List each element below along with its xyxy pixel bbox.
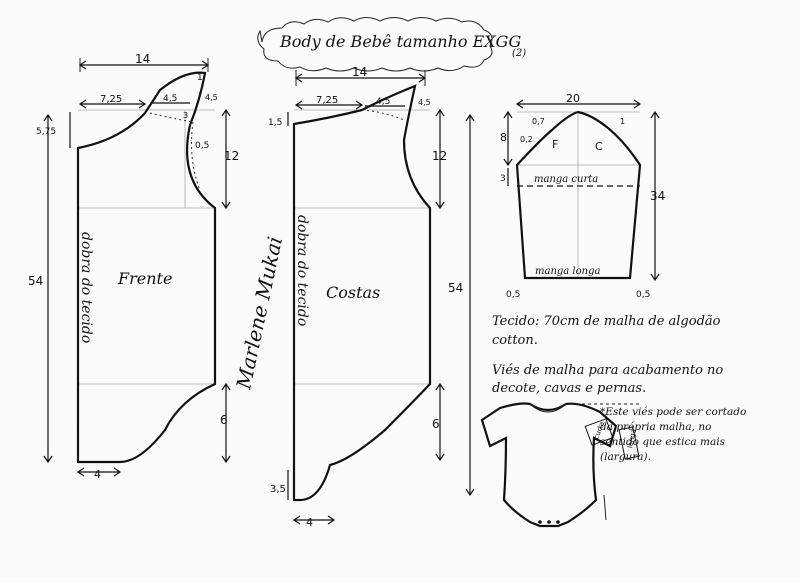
back-shoulder-offset: 7,25 [316, 95, 338, 106]
front-total-length: 54 [28, 274, 43, 288]
back-width-top: 14 [352, 65, 367, 79]
front-shoulder-drop: 1 [197, 73, 203, 83]
back-outline [292, 84, 432, 502]
title-sub: (2) [512, 48, 526, 59]
signature-text: Marlene Mukai [231, 234, 287, 392]
title-cloud: Body de Bebê tamanho EXGG (2) [257, 17, 526, 72]
sleeve-back-letter: C [595, 140, 603, 153]
sleeve-short-label: manga curta [534, 174, 598, 185]
back-total-length: 54 [448, 281, 463, 295]
signature: Marlene Mukai [231, 234, 287, 392]
sleeve-short-length: 3 [500, 174, 506, 184]
front-neck-depth: 5,75 [36, 127, 56, 137]
front-fold-label: dobra do tecido [78, 232, 94, 343]
back-piece: 14 7,25 4,5 4,5 1,5 12 54 6 3,5 4 dobra … [268, 65, 475, 529]
front-shoulder-offset: 7,25 [100, 94, 122, 105]
back-armhole-depth: 12 [432, 149, 447, 163]
sleeve-cap-side: 0,2 [520, 135, 533, 144]
title-text: Body de Bebê tamanho EXGG [279, 32, 521, 51]
front-neck-width: 4,5 [163, 94, 177, 104]
front-armhole-depth: 12 [224, 149, 239, 163]
back-neck-width: 4,5 [376, 97, 390, 107]
front-name: Frente [117, 269, 172, 288]
sleeve-hem-right: 0,5 [636, 290, 650, 300]
notes: Tecido: 70cm de malha de algodão cotton.… [492, 314, 747, 463]
sleeve-cap-front: 0,7 [532, 117, 545, 126]
bias-footnote: *Este viés pode ser cortado da própria m… [600, 406, 747, 463]
sleeve-cap-back: 1 [620, 117, 625, 126]
front-crotch-height: 6 [220, 413, 228, 427]
bodysuit-outline [480, 402, 618, 528]
sleeve-label-long: longa [626, 428, 638, 449]
sleeve-width: 20 [566, 92, 580, 105]
front-armhole-curve: 0,5 [195, 141, 209, 151]
back-bottom-extra: 3,5 [270, 484, 286, 495]
front-neck-drop-right: 4,5 [205, 93, 218, 102]
back-name: Costas [326, 283, 380, 302]
sleeve-long-label: manga longa [535, 266, 600, 277]
front-outline [76, 71, 217, 464]
back-bottom-width: 4 [306, 516, 313, 529]
back-neck-drop-right: 4,5 [418, 98, 431, 107]
sleeve-front-letter: F [552, 138, 558, 151]
back-crotch-height: 6 [432, 417, 440, 431]
sleeve-hem-left: 0,5 [506, 290, 520, 300]
bias-note: Viés de malha para acabamento no decote,… [492, 363, 724, 396]
front-width-top: 14 [135, 52, 150, 66]
back-fold-label: dobra do tecido [294, 215, 310, 326]
back-neck-depth: 1,5 [268, 118, 282, 128]
sleeve-outline [515, 110, 642, 280]
front-small-mark: 3 [183, 111, 188, 120]
bodysuit-sketch: curta longa [480, 402, 640, 528]
sleeve-cap-height: 8 [500, 131, 507, 144]
front-bottom-width: 4 [94, 468, 101, 481]
sleeve-piece: 20 8 3 34 0,7 1 0,2 F C manga curta mang… [500, 92, 665, 300]
sleeve-total-length: 34 [650, 189, 665, 203]
front-piece: 14 7,25 4,5 1 4,5 3 0,5 5,75 12 54 6 4 d… [28, 52, 239, 481]
fabric-note: Tecido: 70cm de malha de algodão cotton. [492, 314, 721, 348]
